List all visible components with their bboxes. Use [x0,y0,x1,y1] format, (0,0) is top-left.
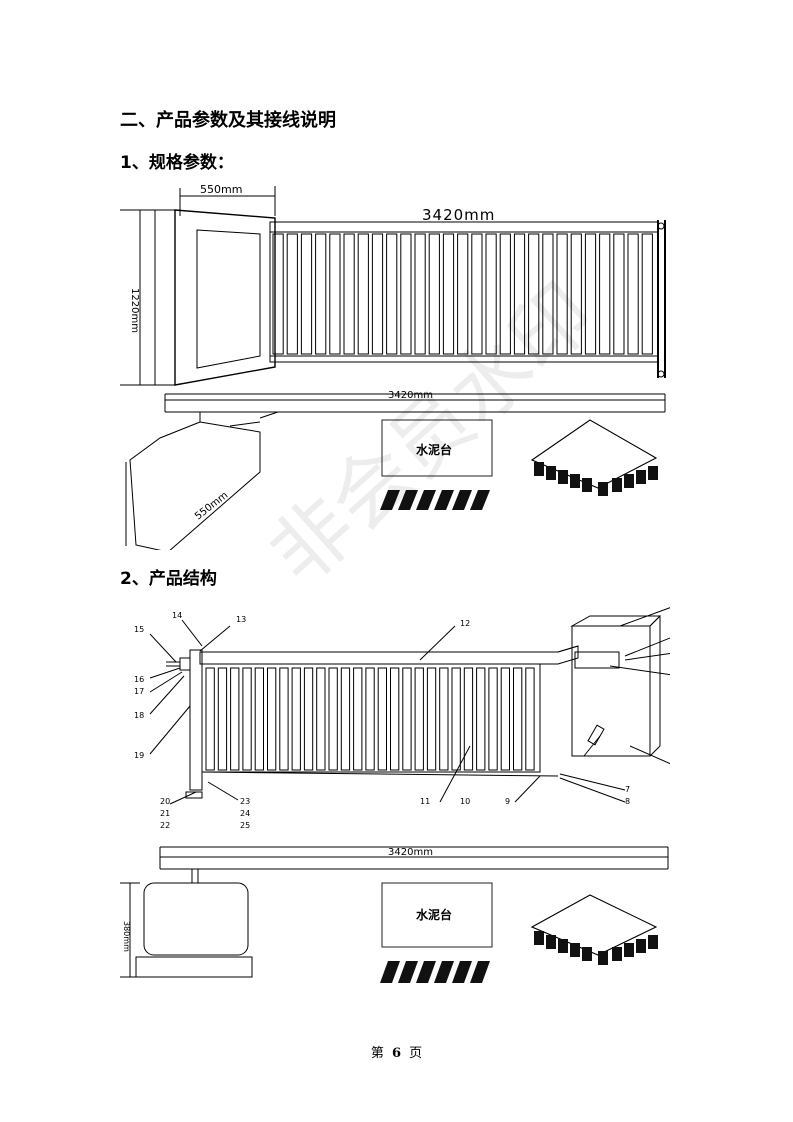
gate-slat [340,667,351,771]
part-number-label: 14 [172,611,182,620]
concrete-label-2: 水泥台 [416,907,452,922]
gate-slat [439,667,449,771]
part-number-label: 20 [160,797,170,806]
gate-slat [300,233,313,355]
gate-slat [528,233,540,355]
gate-slat [451,667,461,771]
dim-top-length: 3420mm [422,206,495,224]
part-number-label: 12 [460,619,470,628]
part-number-label: 17 [134,687,144,696]
gate-slat [500,667,511,771]
gate-slat [279,667,289,771]
gate-slat [613,233,625,355]
dim-top-width: 550mm [200,183,242,196]
gate-slat [513,667,523,771]
part-number-label: 22 [160,821,170,830]
gate-slat [525,667,535,771]
gate-slat [315,233,327,355]
gate-slat [242,667,252,771]
part-number-label: 11 [420,797,430,806]
gate-slat [414,233,426,355]
structure-title: 2、产品结构 [120,569,217,589]
gate-slat [499,233,511,355]
part-number-label: 10 [460,797,470,806]
gate-slat [463,667,474,771]
gate-slat [254,667,264,771]
gate-slat [476,667,486,771]
gate-slat [286,233,298,355]
footer-suffix: 页 [409,1046,423,1061]
footer-prefix: 第 [370,1046,384,1061]
gate-slat [353,667,363,771]
gate-slat [513,233,526,355]
part-number-label: 9 [505,797,510,806]
part-number-label: 19 [134,751,144,760]
gate-slat [442,233,455,355]
part-number-label: 7 [625,785,630,794]
gate-slat [457,233,469,355]
dim-base-length: 3420mm [388,390,433,401]
gate-slat [488,667,498,771]
dim-cross-width: 550mm [193,490,230,522]
concrete-label: 水泥台 [416,442,452,457]
gate-slat [371,233,384,355]
installation-drawing: 3420mm 380mm 水泥台 [120,845,670,990]
gate-slat [471,233,483,355]
gate-slat [599,233,611,355]
part-number-label: 23 [240,797,250,806]
gate-slat [365,667,375,771]
gate-slat [627,233,639,355]
dim-height: 1220mm [129,288,140,333]
gate-slat [426,667,437,771]
gate-slat [400,233,412,355]
gate-slat [217,667,228,771]
part-number-label: 18 [134,711,144,720]
gate-slat [303,667,314,771]
dim-bottom-height: 380mm [122,921,131,952]
page-footer: 第 6 页 [0,1042,793,1061]
gate-slat [343,233,355,355]
gate-slat [542,233,554,355]
gate-slat [316,667,326,771]
part-number-label: 21 [160,809,170,818]
section-title: 二、产品参数及其接线说明 [120,110,336,131]
gate-slat [485,233,497,355]
part-number-label: 15 [134,625,144,634]
dim-bottom-length: 3420mm [388,847,433,858]
part-number-label: 16 [134,675,144,684]
part-number-label: 24 [240,809,250,818]
gate-slat [230,667,240,771]
gate-slat [291,667,301,771]
gate-slat [329,233,341,355]
gate-slat [570,233,582,355]
gate-slat [428,233,440,355]
part-number-label: 8 [625,797,630,806]
gate-slat [390,667,400,771]
gate-slat [386,233,398,355]
gate-slat [328,667,338,771]
gate-slat [584,233,597,355]
gate-slat [267,667,277,771]
gate-slat [556,233,568,355]
structure-drawing: 1234567891011121314151617181920212223242… [120,596,670,836]
gate-slat [357,233,369,355]
gate-slat [641,233,653,355]
gate-slat [205,667,215,771]
part-number-label: 25 [240,821,250,830]
gate-slat [414,667,424,771]
part-number-label: 13 [236,615,246,624]
gate-slat [272,233,284,355]
spec-title: 1、规格参数： [120,153,234,173]
spec-drawing: 550mm 3420mm 1220mm 3420mm 470mm 550mm 水… [120,180,670,550]
gate-slat [377,667,388,771]
gate-slat [402,667,412,771]
page-number: 6 [391,1046,402,1061]
